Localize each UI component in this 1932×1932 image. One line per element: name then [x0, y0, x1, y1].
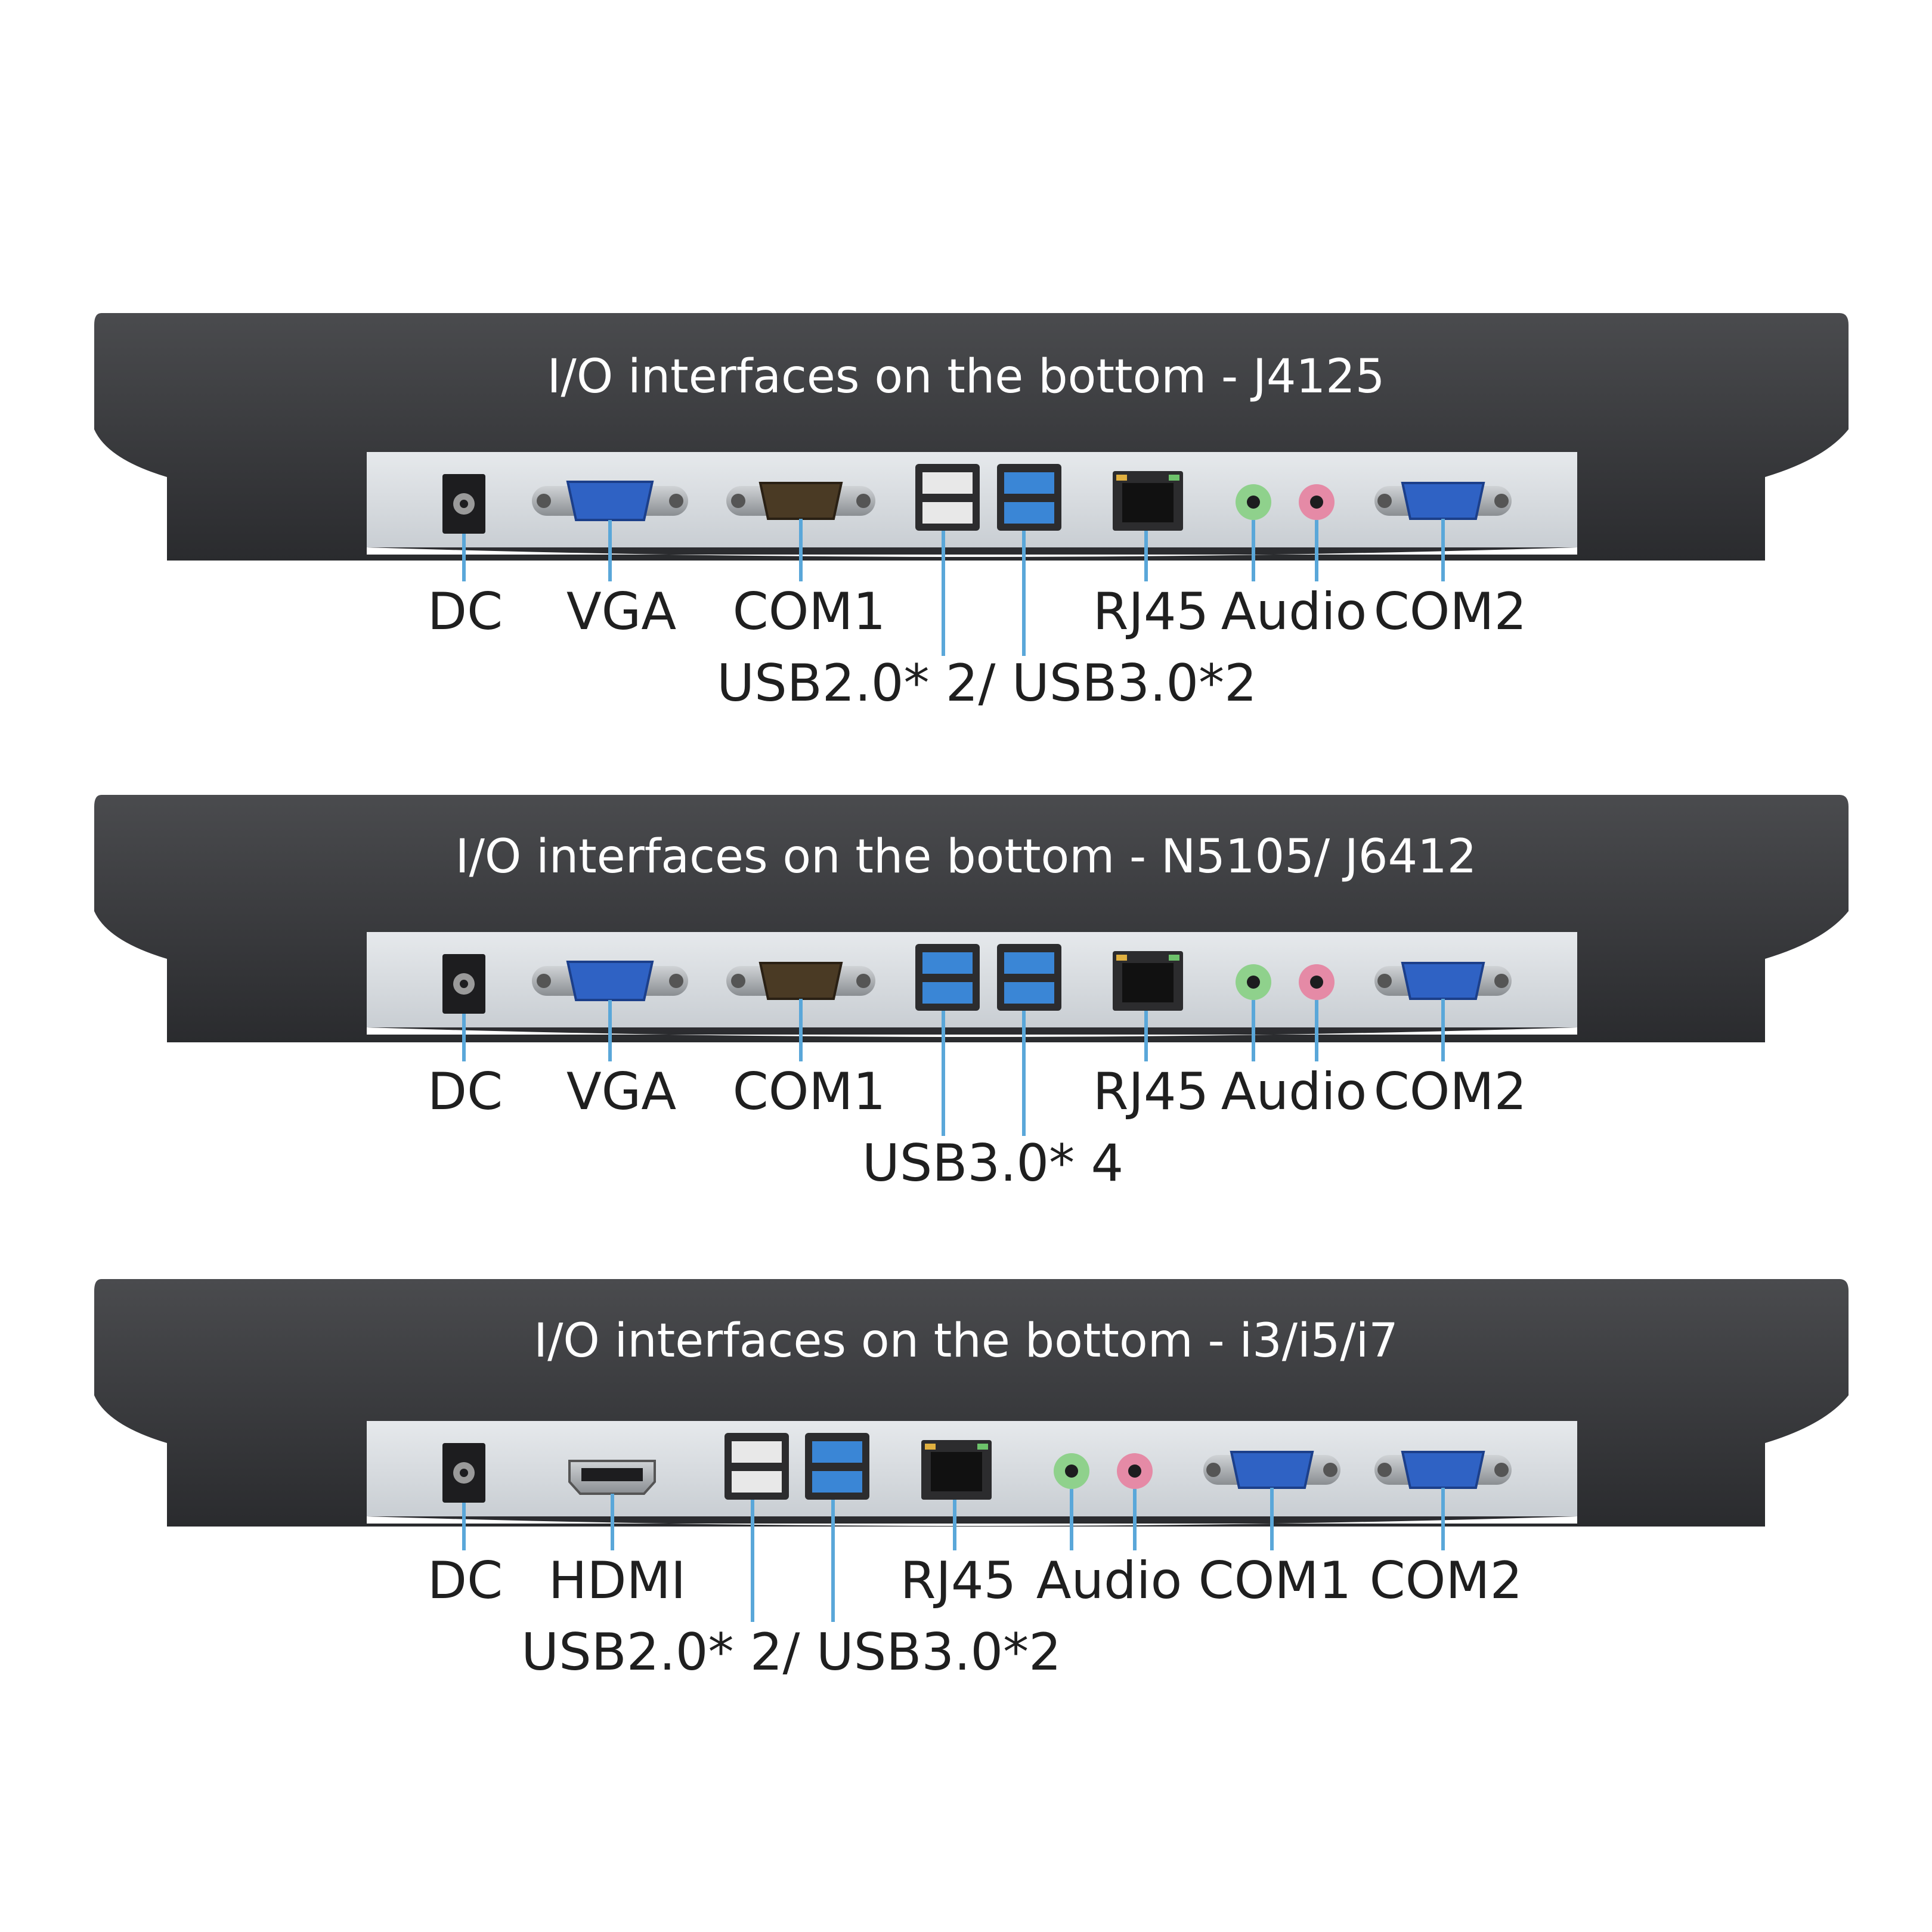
dc-jack-icon [442, 954, 485, 1014]
label-audio: Audio [1221, 582, 1367, 642]
com2-port-icon [1374, 962, 1512, 1000]
label-rj45: RJ45 [900, 1551, 1017, 1611]
audio-green-jack-icon [1054, 1453, 1089, 1489]
label-com2: COM2 [1374, 582, 1527, 642]
label-usb: USB2.0* 2/ USB3.0*2 [717, 654, 1257, 713]
label-dc: DC [428, 1551, 503, 1611]
panel-title: I/O interfaces on the bottom - N5105/ J6… [456, 830, 1477, 884]
label-hdmi: HDMI [549, 1551, 686, 1611]
audio-green-jack-icon [1236, 964, 1271, 1000]
label-rj45: RJ45 [1093, 582, 1209, 642]
vga-port-icon [532, 961, 688, 1001]
panel-j4125: I/O interfaces on the bottom - J4125 [94, 313, 1849, 713]
usb3-stack-icon [805, 1433, 869, 1500]
usb3-stack-icon [997, 464, 1061, 531]
label-rj45: RJ45 [1093, 1062, 1209, 1122]
com1-port-icon [726, 482, 875, 520]
audio-pink-jack-icon [1117, 1453, 1153, 1489]
audio-pink-jack-icon [1299, 484, 1335, 520]
com2-port-icon [1374, 482, 1512, 520]
label-audio: Audio [1036, 1551, 1182, 1611]
audio-pink-jack-icon [1299, 964, 1335, 1000]
panel-i3-i5-i7: I/O interfaces on the bottom - i3/i5/i7 [94, 1279, 1849, 1682]
usb3-stack-icon [997, 944, 1061, 1011]
hdmi-port-icon [568, 1460, 656, 1495]
label-com1: COM1 [733, 1062, 886, 1122]
label-vga: VGA [566, 1062, 676, 1122]
label-usb: USB3.0* 4 [862, 1134, 1123, 1193]
panel-title: I/O interfaces on the bottom - i3/i5/i7 [534, 1314, 1398, 1368]
usb2-stack-icon [724, 1433, 789, 1500]
rj45-port-icon [921, 1440, 992, 1500]
vga-port-icon [532, 481, 688, 521]
dc-jack-icon [442, 1443, 485, 1503]
strip-shadow [367, 1516, 1577, 1526]
panel-n5105-j6412: I/O interfaces on the bottom - N5105/ J6… [94, 795, 1849, 1193]
label-com2: COM2 [1374, 1062, 1527, 1122]
label-usb: USB2.0* 2/ USB3.0*2 [521, 1623, 1061, 1682]
usb3-stack-icon [915, 944, 980, 1011]
panel-title: I/O interfaces on the bottom - J4125 [547, 350, 1385, 404]
label-dc: DC [428, 582, 503, 642]
label-com1: COM1 [733, 582, 886, 642]
strip-shadow [367, 1027, 1577, 1037]
rj45-port-icon [1113, 471, 1183, 531]
com2-port-icon [1374, 1451, 1512, 1489]
audio-green-jack-icon [1236, 484, 1271, 520]
label-dc: DC [428, 1062, 503, 1122]
label-audio: Audio [1221, 1062, 1367, 1122]
label-com2: COM2 [1370, 1551, 1523, 1611]
com1-port-icon [726, 962, 875, 1000]
com1-port-icon [1203, 1451, 1340, 1489]
label-com1: COM1 [1199, 1551, 1352, 1611]
usb2-stack-icon [915, 464, 980, 531]
label-vga: VGA [566, 582, 676, 642]
dc-jack-icon [442, 474, 485, 534]
strip-shadow [367, 547, 1577, 557]
rj45-port-icon [1113, 951, 1183, 1011]
